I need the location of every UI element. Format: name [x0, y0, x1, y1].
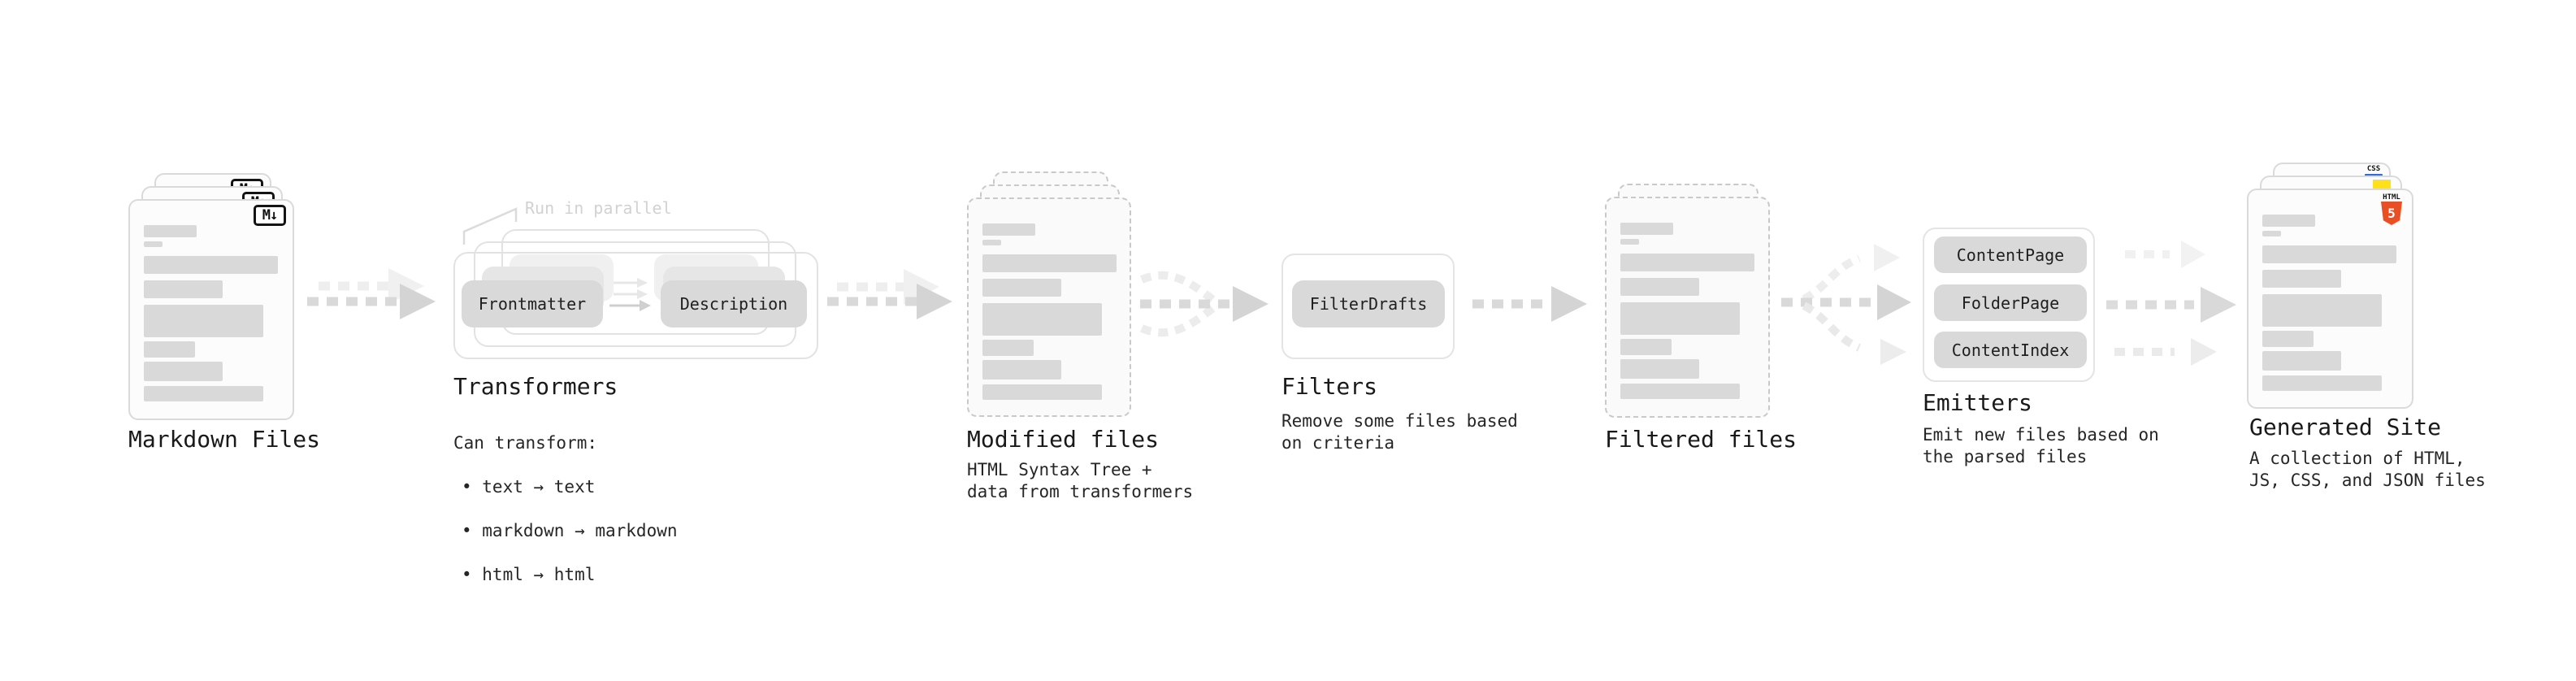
content-line-bar [982, 223, 1035, 236]
stage-label-modified-files: Modified files [967, 426, 1160, 453]
content-line-bar [982, 360, 1061, 380]
content-line-bar [982, 340, 1034, 356]
content-line-bar [982, 303, 1102, 336]
stage-label-generated-site: Generated Site [2249, 414, 2442, 440]
markdown-file-front: M↓ [128, 199, 294, 420]
stage-label-transformers: Transformers [453, 373, 618, 400]
filtered-file-front [1605, 197, 1770, 418]
html5-shield: 5 [2381, 202, 2402, 225]
content-line-bar [2262, 351, 2341, 371]
transformer-box-front [453, 252, 818, 359]
caption-bullet: • text → text [462, 477, 596, 497]
content-line-bar [2262, 245, 2396, 263]
arrow-filters-to-filtered [1472, 286, 1587, 322]
content-line-bar [1620, 254, 1754, 271]
modified-files-caption: HTML Syntax Tree + data from transformer… [967, 460, 1194, 501]
transformers-caption: Can transform: • text → text • markdown … [453, 410, 678, 608]
content-line-bar [1620, 223, 1673, 235]
emitter-node-folderpage: FolderPage [1934, 284, 2087, 321]
content-line-bar [144, 341, 195, 358]
content-line-bar [144, 280, 223, 298]
emitters-caption: Emit new files based on the parsed files [1923, 425, 2159, 466]
arrow-markdown-to-transformers [307, 268, 436, 319]
caption-bullet: • html → html [462, 565, 596, 584]
content-line-bar [1620, 239, 1639, 245]
markdown-logo-icon: M↓ [254, 205, 286, 226]
content-line-bar [144, 386, 263, 401]
content-line-bar [982, 279, 1061, 297]
emitter-node-contentpage: ContentPage [1934, 236, 2087, 273]
caption-line: Can transform: [453, 433, 598, 453]
emitter-node-contentindex: ContentIndex [1934, 332, 2087, 368]
content-line-bar [982, 384, 1102, 400]
transformer-node-description: Description [661, 280, 807, 327]
content-line-bar [1620, 339, 1672, 355]
arrow-filtered-to-emitters-split [1781, 244, 1911, 365]
content-line-bar [144, 225, 197, 237]
content-line-bar [2262, 294, 2382, 327]
html5-logo-icon: HTML 5 [2381, 193, 2402, 225]
content-line-bar [2262, 215, 2315, 227]
content-line-bar [2262, 270, 2341, 288]
content-line-bar [144, 241, 163, 247]
arrow-transformers-to-modified [827, 269, 952, 319]
generated-site-caption: A collection of HTML, JS, CSS, and JSON … [2249, 449, 2486, 490]
run-in-parallel-note: Run in parallel [525, 198, 672, 218]
content-line-bar [1620, 384, 1740, 399]
stage-label-markdown-files: Markdown Files [128, 426, 321, 453]
content-line-bar [982, 254, 1117, 272]
content-line-bar [1620, 278, 1699, 296]
modified-file-front [967, 197, 1131, 417]
content-line-bar [144, 305, 263, 337]
content-line-bar [1620, 359, 1699, 379]
stage-label-emitters: Emitters [1923, 389, 2032, 416]
stage-label-filters: Filters [1281, 373, 1378, 400]
content-line-bar [2262, 231, 2281, 236]
stage-label-filtered-files: Filtered files [1605, 426, 1798, 453]
filter-node-filterdrafts: FilterDrafts [1292, 280, 1445, 327]
content-line-bar [144, 362, 223, 381]
generated-file-html: HTML 5 [2247, 189, 2413, 409]
javascript-logo-icon [2373, 180, 2391, 190]
content-line-bar [2262, 331, 2314, 347]
css-badge-text: CSS [2366, 165, 2381, 173]
arrow-modified-to-filters-merge [1140, 271, 1268, 337]
transformer-node-frontmatter: Frontmatter [462, 280, 603, 327]
content-line-bar [2262, 375, 2382, 391]
content-line-bar [1620, 302, 1740, 335]
caption-bullet: • markdown → markdown [462, 521, 678, 540]
content-line-bar [982, 240, 1001, 245]
content-line-bar [144, 256, 278, 274]
filters-caption: Remove some files based on criteria [1281, 411, 1518, 453]
arrow-emitters-to-generated [2106, 241, 2236, 366]
html5-badge-text: HTML [2383, 193, 2400, 202]
